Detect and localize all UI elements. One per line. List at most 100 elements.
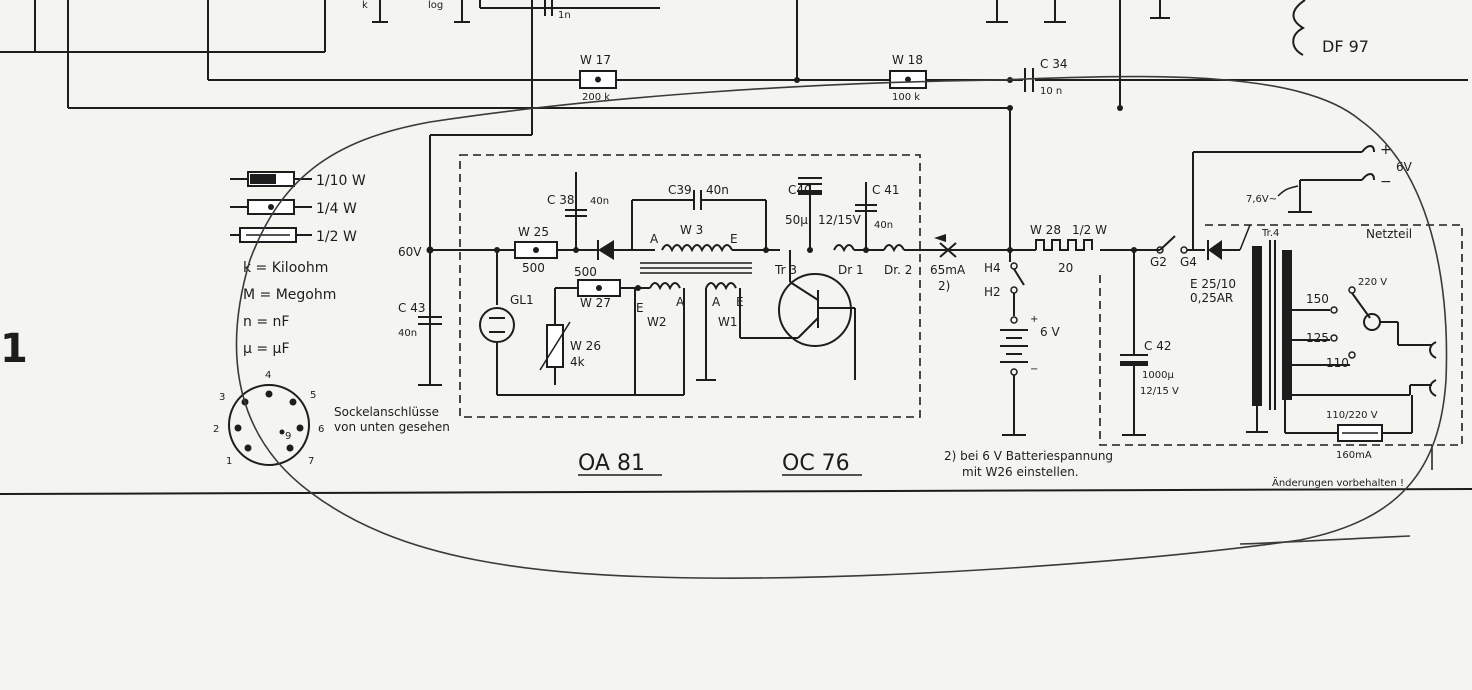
- legend-megohm: M = Megohm: [243, 287, 336, 303]
- label-h4: H4: [984, 261, 1001, 275]
- svg-text:100 k: 100 k: [892, 92, 920, 103]
- label-60v: 60V: [398, 245, 422, 259]
- footnote-line1: 2) bei 6 V Batteriespannung: [944, 449, 1113, 463]
- label-w28: W 28: [1030, 223, 1061, 237]
- resistor-w18: W 18 100 k: [889, 53, 927, 103]
- label-w2: W2: [647, 315, 667, 329]
- label-g2: G2: [1150, 255, 1167, 269]
- svg-text:3: 3: [219, 392, 225, 403]
- label-w27: W 27: [580, 296, 611, 310]
- label-bat-6v: 6 V: [1040, 325, 1060, 339]
- module-box: [459, 154, 921, 418]
- top-circuit: DF 97 log 1n k: [0, 0, 1468, 111]
- svg-text:1: 1: [226, 456, 232, 467]
- label-7-6v: 7,6V~: [1246, 194, 1277, 205]
- top-1n-label: 1n: [558, 10, 571, 21]
- svg-text:+: +: [1030, 314, 1038, 325]
- svg-text:9: 9: [285, 431, 291, 442]
- svg-text:k: k: [362, 0, 368, 11]
- label-w3: W 3: [680, 223, 703, 237]
- label-netzteil: Netzteil: [1366, 227, 1412, 241]
- label-c38: C 38: [547, 193, 574, 207]
- svg-text:5: 5: [310, 390, 316, 401]
- sheet-border: [0, 488, 1472, 495]
- legend-kiloohm: k = Kiloohm: [243, 260, 328, 276]
- svg-text:40n: 40n: [398, 328, 417, 339]
- svg-text:A: A: [650, 232, 659, 246]
- label-65ma: 65mA: [930, 263, 966, 277]
- svg-text:−: −: [1380, 174, 1392, 190]
- svg-text:4k: 4k: [570, 355, 585, 369]
- label-gl1: GL1: [510, 293, 534, 307]
- label-c43: C 43: [398, 301, 425, 315]
- socket-diagram: 4 5 3 2 6 1 7 9 Sockelanschlüsse von unt…: [213, 370, 450, 467]
- svg-text:A: A: [712, 295, 721, 309]
- svg-text:125: 125: [1306, 331, 1329, 345]
- svg-text:7: 7: [308, 456, 314, 467]
- svg-text:1/2 W: 1/2 W: [1072, 223, 1107, 237]
- footnote-line2: mit W26 einstellen.: [962, 465, 1079, 479]
- resistor-w17: W 17 200 k: [579, 53, 617, 103]
- label-dr1: Dr 1: [838, 263, 864, 277]
- label-220v: 220 V: [1358, 277, 1387, 288]
- legend-nf: n = nF: [243, 314, 289, 330]
- svg-text:12/15 V: 12/15 V: [1140, 386, 1179, 397]
- svg-text:500: 500: [522, 261, 545, 275]
- legend-12w: 1/2 W: [316, 229, 357, 245]
- pencil-loop: [235, 75, 1448, 579]
- label-c39: C39: [668, 183, 692, 197]
- legend-14w: 1/4 W: [316, 201, 357, 217]
- page-digit: 1: [0, 326, 28, 372]
- label-w1: W1: [718, 315, 738, 329]
- svg-text:150: 150: [1306, 292, 1329, 306]
- socket-subtitle: von unten gesehen: [334, 420, 450, 434]
- svg-text:2): 2): [938, 279, 950, 293]
- label-w26: W 26: [570, 339, 601, 353]
- capacitor-c34: C 34 10 n: [1023, 57, 1067, 97]
- svg-text:A: A: [676, 295, 685, 309]
- label-c41: C 41: [872, 183, 899, 197]
- tube-df97-label: DF 97: [1322, 37, 1369, 56]
- svg-text:W 18: W 18: [892, 53, 923, 67]
- top-log-label: log: [428, 0, 443, 11]
- svg-text:40n: 40n: [706, 183, 729, 197]
- svg-text:50μ: 50μ: [785, 213, 808, 227]
- label-tr4: Tr.4: [1261, 228, 1279, 239]
- label-c42: C 42: [1144, 339, 1171, 353]
- label-e25: E 25/10: [1190, 277, 1236, 291]
- legend: 1/10 W 1/4 W 1/2 W k = Kiloohm M = Megoh…: [230, 171, 366, 357]
- svg-text:W 17: W 17: [580, 53, 611, 67]
- svg-text:4: 4: [265, 370, 271, 381]
- type-oa81: OA 81: [578, 451, 645, 476]
- svg-text:110: 110: [1326, 356, 1349, 370]
- svg-text:12/15V: 12/15V: [818, 213, 862, 227]
- label-w25: W 25: [518, 225, 549, 239]
- label-6v: 6V: [1396, 160, 1413, 174]
- svg-text:E: E: [730, 232, 738, 246]
- legend-uf: μ = μF: [243, 341, 290, 357]
- label-dr2: Dr. 2: [884, 263, 912, 277]
- svg-text:200 k: 200 k: [582, 92, 610, 103]
- svg-text:500: 500: [574, 265, 597, 279]
- svg-text:2: 2: [213, 424, 219, 435]
- svg-text:40n: 40n: [874, 220, 893, 231]
- svg-text:6: 6: [318, 424, 324, 435]
- svg-text:40n: 40n: [590, 196, 609, 207]
- label-h2: H2: [984, 285, 1001, 299]
- legend-110w: 1/10 W: [316, 173, 366, 189]
- svg-text:+: +: [1380, 142, 1392, 158]
- svg-text:E: E: [636, 301, 644, 315]
- svg-text:−: −: [1030, 364, 1038, 375]
- svg-text:10 n: 10 n: [1040, 86, 1062, 97]
- svg-text:0,25AR: 0,25AR: [1190, 291, 1233, 305]
- type-oc76: OC 76: [782, 451, 850, 476]
- changes-note: Änderungen vorbehalten !: [1272, 476, 1404, 489]
- svg-text:C 34: C 34: [1040, 57, 1067, 71]
- label-g4: G4: [1180, 255, 1197, 269]
- svg-text:160mA: 160mA: [1336, 450, 1372, 461]
- label-110-220v: 110/220 V: [1326, 410, 1378, 421]
- converter-circuit: 60V C 43 40n W 25 500 C 38 40n GL1: [398, 0, 1463, 470]
- label-tr3: Tr 3: [774, 263, 797, 277]
- label-c40: C40: [788, 183, 812, 197]
